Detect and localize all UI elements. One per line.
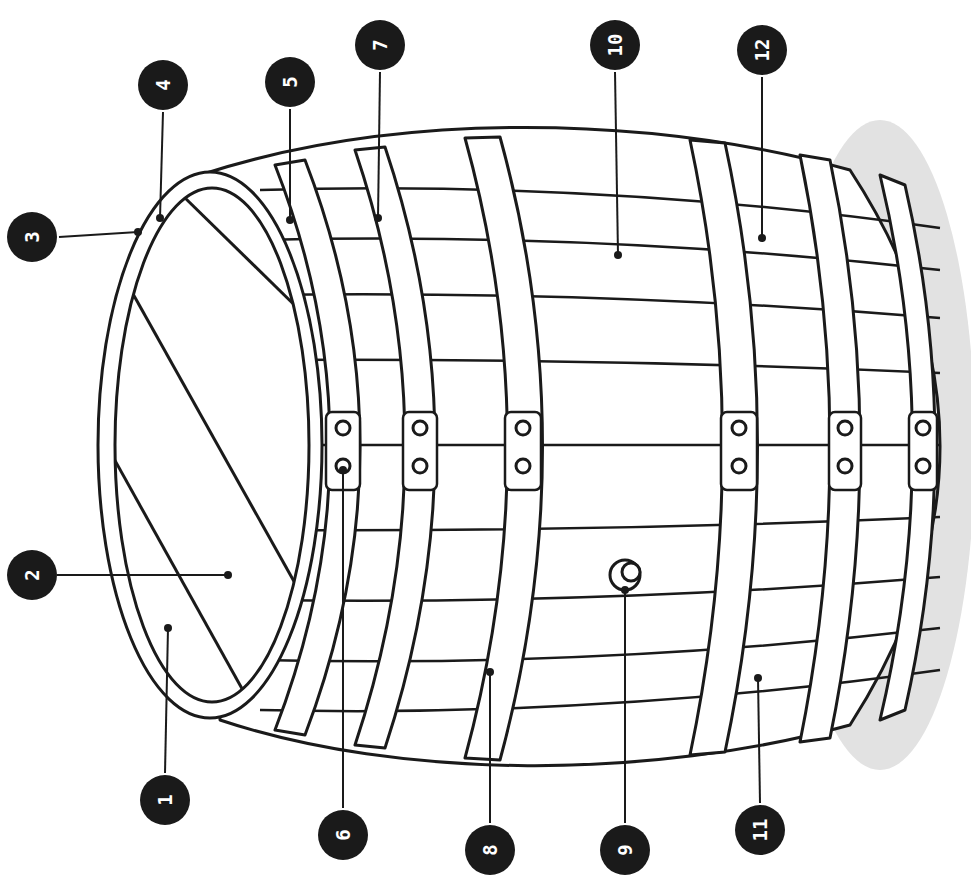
callout-number: 7 — [355, 20, 405, 70]
head-boards — [98, 195, 320, 712]
callout-number: 3 — [7, 212, 57, 262]
leader-lines — [57, 72, 762, 823]
head-rim — [98, 172, 322, 718]
callout-number: 1 — [140, 775, 190, 825]
callout-number: 6 — [318, 810, 368, 860]
callout-number: 5 — [265, 57, 315, 107]
callout-number: 11 — [735, 805, 785, 855]
callout-number: 4 — [138, 60, 188, 110]
hoops — [275, 137, 935, 760]
rivets — [336, 421, 930, 473]
callout-number: 10 — [590, 20, 640, 70]
callout-number: 9 — [600, 825, 650, 875]
callout-number: 12 — [737, 25, 787, 75]
barrel-head — [115, 188, 309, 702]
callout-number: 2 — [7, 550, 57, 600]
leader-dots — [134, 214, 766, 682]
callout-number: 8 — [465, 825, 515, 875]
rivet-plates — [326, 412, 937, 490]
bunghole — [610, 560, 640, 590]
